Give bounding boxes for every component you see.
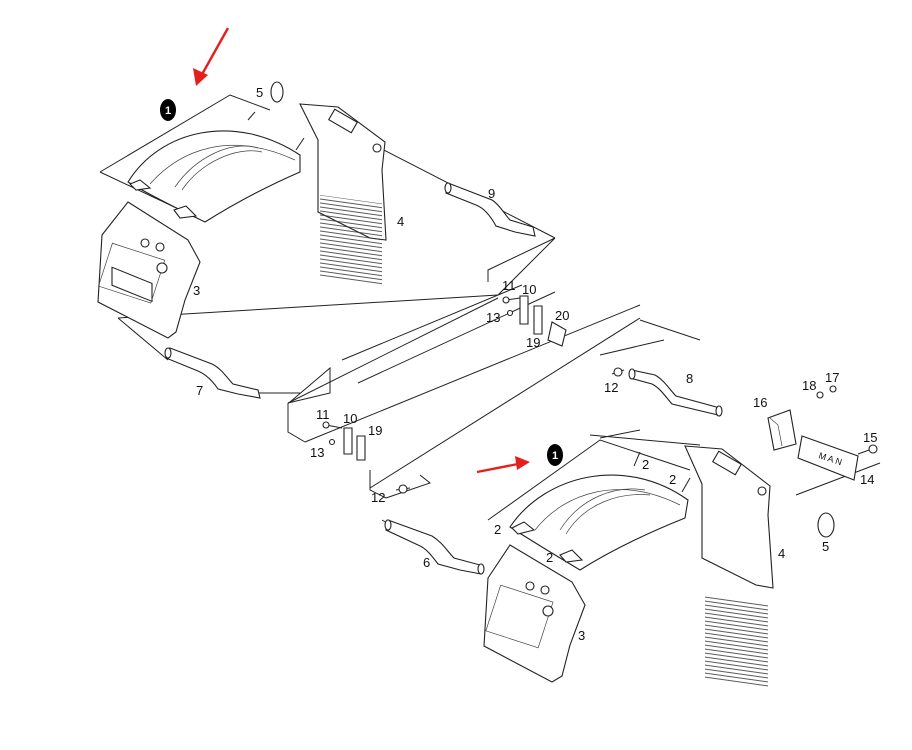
label-low-19: 19	[368, 423, 382, 438]
bracket-10-top	[519, 295, 529, 325]
bottom-assembly: MAN 1	[476, 385, 878, 687]
middle-hardware	[322, 295, 723, 575]
top-mudflap-left	[97, 201, 201, 339]
washer-18	[816, 391, 824, 399]
top-tube-9	[444, 182, 536, 237]
bottom-mudflap-grill	[684, 445, 774, 687]
label-bot-3: 3	[578, 628, 585, 643]
top-red-arrow	[193, 27, 230, 86]
label-low-10: 10	[343, 411, 357, 426]
bottom-mudflap-left	[483, 544, 586, 683]
label-bot-2c: 2	[494, 522, 501, 537]
label-top-4: 4	[397, 214, 404, 229]
bolt-12-lower	[395, 484, 411, 494]
top-callout-number: 1	[165, 105, 171, 117]
label-r-15: 15	[863, 430, 877, 445]
label-mid-10: 10	[522, 282, 536, 297]
washer-13-lower	[328, 438, 336, 446]
label-r-14: 14	[860, 472, 874, 487]
label-top-9: 9	[488, 186, 495, 201]
bottom-callout-1: 1	[547, 444, 563, 466]
bracket-20	[547, 321, 567, 347]
top-fender-panel	[127, 111, 305, 223]
top-mudflap-grill	[299, 103, 387, 286]
top-tube-7	[164, 347, 261, 399]
bracket-19-top	[533, 305, 543, 335]
label-bot-2b: 2	[669, 472, 676, 487]
top-callout-1: 1	[160, 99, 176, 121]
label-r-18: 18	[802, 378, 816, 393]
plate-14: MAN	[797, 435, 859, 481]
label-bot-6: 6	[423, 555, 430, 570]
bottom-ring-5	[817, 512, 835, 538]
bracket-19-lower	[356, 435, 366, 461]
label-bot-2d: 2	[546, 550, 553, 565]
nut-17	[829, 385, 837, 393]
top-assembly: 1	[97, 27, 536, 399]
bottom-callout-number: 1	[552, 450, 558, 462]
bottom-fender-panel	[509, 451, 691, 571]
bolt-12-mid	[611, 367, 625, 377]
label-top-7: 7	[196, 383, 203, 398]
label-r-16: 16	[753, 395, 767, 410]
label-bot-4: 4	[778, 546, 785, 561]
label-mid-12: 12	[604, 380, 618, 395]
label-mid-13: 13	[486, 310, 500, 325]
label-low-11: 11	[316, 407, 330, 422]
part-labels: 5 4 9 3 7 11 10 13 20 19 12 8 11 10 19 1…	[193, 85, 877, 643]
bolt-11-top	[502, 296, 521, 304]
washer-13-top	[506, 309, 514, 317]
label-low-13: 13	[310, 445, 324, 460]
bottom-red-arrow	[476, 456, 530, 474]
label-low-12: 12	[371, 490, 385, 505]
bolt-15	[857, 444, 878, 455]
bracket-10-lower	[343, 427, 353, 455]
label-mid-8: 8	[686, 371, 693, 386]
label-r-17: 17	[825, 370, 839, 385]
label-mid-11: 11	[502, 278, 516, 293]
label-mid-20: 20	[555, 308, 569, 323]
bolt-11-lower	[322, 421, 343, 429]
label-bot-5: 5	[822, 539, 829, 554]
label-top-5: 5	[256, 85, 263, 100]
lamp-16	[767, 409, 797, 451]
tube-8	[628, 368, 723, 417]
label-mid-19: 19	[526, 335, 540, 350]
label-bot-2a: 2	[642, 457, 649, 472]
tube-6	[384, 519, 485, 575]
label-top-3: 3	[193, 283, 200, 298]
top-ring-5	[270, 81, 284, 103]
